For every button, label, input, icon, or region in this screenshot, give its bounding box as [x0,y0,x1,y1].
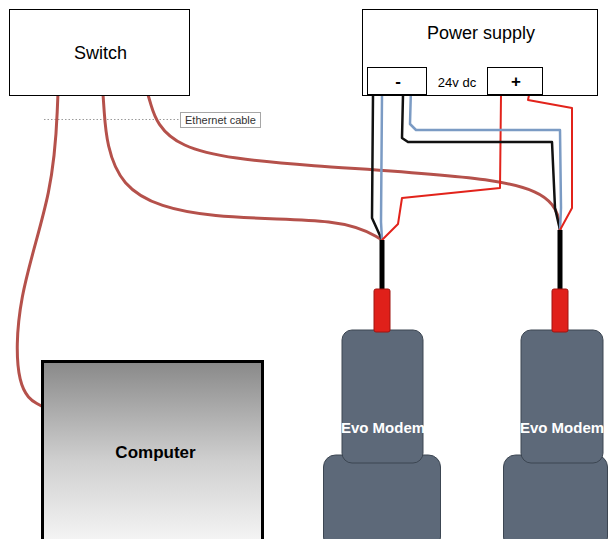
cable-sheath [558,230,563,291]
power-wire [381,95,382,240]
computer-box: Computer [41,360,264,539]
terminal-sign: - [395,72,401,92]
cable-sheath [380,240,385,291]
modem-outline [503,230,608,539]
terminal-sign: + [511,72,521,92]
power-wire [528,95,572,230]
switch-label: Switch [74,43,127,65]
power-wire [402,95,560,230]
switch-box: Switch [9,9,190,96]
modem-base [504,455,608,539]
modem-device: Evo Modem [323,240,441,539]
cable-gland [374,289,390,332]
power-supply-box: Power supply 24v dc - + [362,9,598,96]
voltage-label: 24v dc [438,75,476,91]
callout-label: Ethernet cable [180,112,261,128]
cable-gland [552,289,568,332]
computer-label: Computer [115,443,195,463]
modem-device: Evo Modem [503,230,608,539]
leader-line [44,119,179,120]
power-wire [382,95,501,240]
modem-label: Evo Modem [520,419,604,437]
modem-base [324,455,441,539]
modem-label: Evo Modem [341,419,425,437]
ethernet-cable [148,96,560,230]
modem-outline [323,240,441,539]
power-wire [410,95,561,230]
power-supply-label: Power supply [427,23,535,45]
negative-terminal: - [367,67,427,95]
modem-body [521,330,603,463]
power-wire [372,95,382,240]
modem-body [342,330,423,463]
positive-terminal: + [487,67,543,95]
